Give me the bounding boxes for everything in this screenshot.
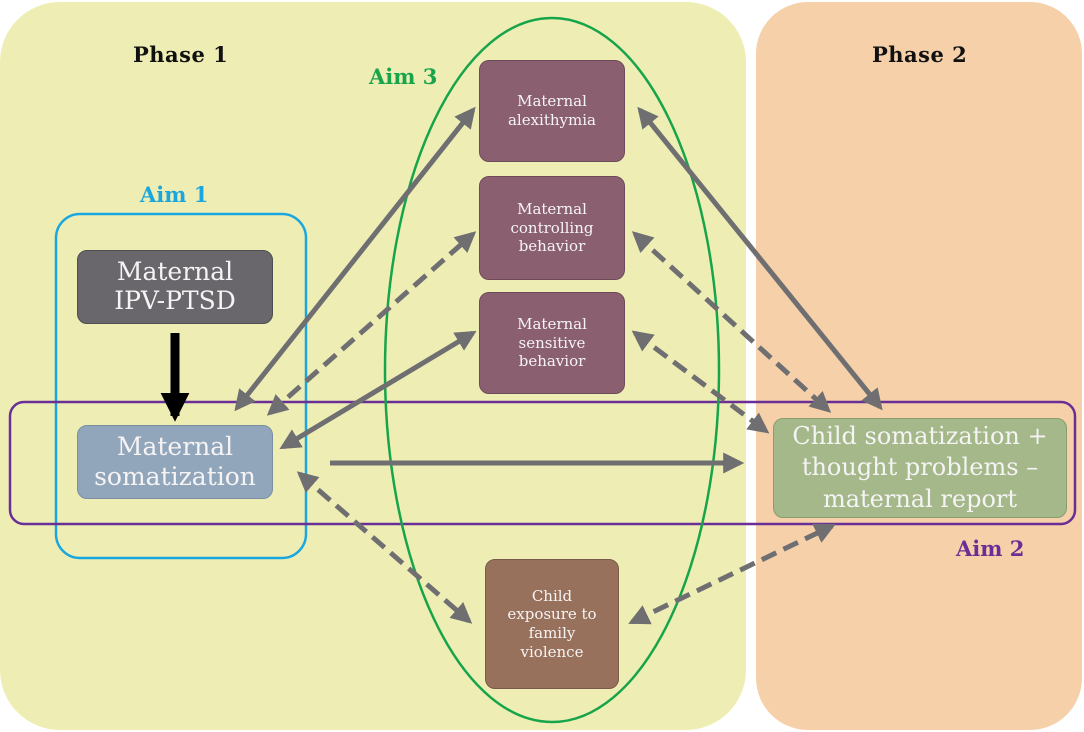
node-text-line: maternal report: [822, 484, 1018, 513]
arrow-sensitive-child: [631, 330, 770, 434]
node-text-line: sensitive: [518, 333, 586, 352]
node-text-line: exposure to: [507, 605, 597, 624]
arrow-somatization-exposure: [296, 471, 473, 624]
phase-1-title: Phase 1: [133, 42, 229, 67]
node-text-line: Maternal: [517, 92, 587, 111]
node-child-somatization-thought-problems: Child somatization + thought problems – …: [773, 418, 1067, 518]
node-maternal-alexithymia: Maternal alexithymia: [479, 60, 625, 162]
arrow-controlling-child: [631, 231, 832, 413]
node-text-line: controlling: [510, 218, 594, 237]
node-text-line: Child: [531, 586, 573, 605]
phase-2-title: Phase 2: [872, 42, 968, 67]
node-text-line: thought problems –: [801, 453, 1039, 482]
arrow-exposure-child: [628, 523, 836, 625]
node-maternal-controlling-behavior: Maternal controlling behavior: [479, 176, 625, 280]
node-text-line: behavior: [518, 237, 586, 256]
aim-2-boundary: [8, 400, 1077, 526]
aim-3-label: Aim 3: [369, 64, 438, 89]
node-text-line: somatization: [94, 462, 256, 491]
node-text-line: IPV-PTSD: [114, 286, 236, 315]
node-text-line: Maternal: [116, 257, 234, 287]
arrow-somatization-sensitive: [279, 330, 477, 450]
node-text-line: alexithymia: [507, 111, 596, 129]
node-maternal-ipv-ptsd: Maternal IPV-PTSD: [77, 250, 273, 324]
arrow-somatization-controlling: [266, 231, 477, 416]
node-text-line: family: [528, 624, 576, 642]
node-text-line: Child somatization +: [792, 422, 1048, 451]
aim-1-label: Aim 1: [140, 182, 209, 207]
node-text-line: Maternal: [116, 432, 234, 461]
aim-2-label: Aim 2: [956, 536, 1025, 561]
node-child-exposure-to-family-violence: Child exposure to family violence: [485, 559, 619, 689]
node-text-line: Maternal: [517, 199, 587, 218]
node-maternal-sensitive-behavior: Maternal sensitive behavior: [479, 292, 625, 394]
node-maternal-somatization: Maternal somatization: [77, 425, 273, 499]
node-text-line: Maternal: [517, 314, 587, 333]
node-text-line: violence: [520, 642, 584, 661]
node-text-line: behavior: [518, 352, 586, 371]
